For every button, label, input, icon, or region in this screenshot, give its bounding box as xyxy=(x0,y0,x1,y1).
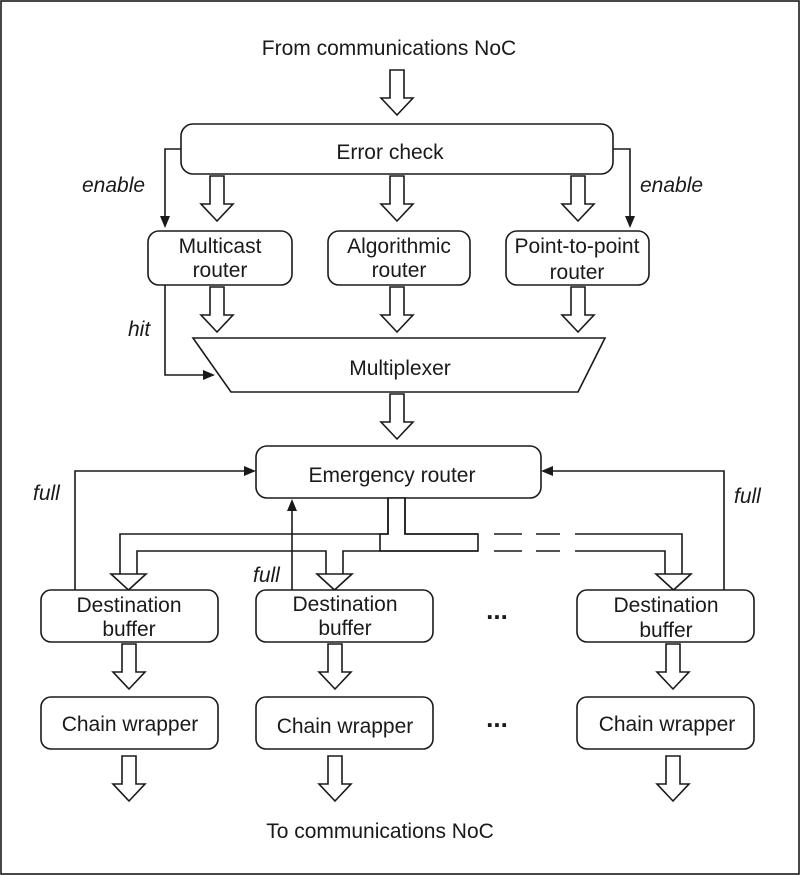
full-left-line xyxy=(74,470,245,590)
arrow-multicast-to-mux xyxy=(200,286,234,333)
enable-left-arrowhead xyxy=(160,216,170,228)
p2p-label-2: router xyxy=(550,261,605,284)
chain-wrapper-3-box xyxy=(576,696,755,750)
chain-wrapper-2-label: Chain wrapper xyxy=(277,715,414,738)
arrow-buffer3-to-chain3 xyxy=(656,643,690,690)
chain-ellipsis: ... xyxy=(486,703,508,733)
output-arrow-1 xyxy=(112,755,146,802)
p2p-router-box xyxy=(505,230,650,286)
multicast-label-1: Multicast xyxy=(179,235,262,258)
arrow-to-algorithmic xyxy=(380,175,414,222)
enable-right-label: enable xyxy=(640,174,703,197)
multicast-router-box xyxy=(147,230,293,286)
full-left-arrowhead xyxy=(244,466,256,476)
hit-line xyxy=(164,285,205,376)
emergency-label: Emergency router xyxy=(309,464,476,487)
multiplexer-shape xyxy=(191,337,607,393)
dest-buffer-1-box xyxy=(40,589,219,643)
error-check-label: Error check xyxy=(336,141,444,164)
arrow-algorithmic-to-mux xyxy=(380,286,414,333)
dest-buffer-3-label-1: Destination xyxy=(613,594,718,617)
full-right-arrowhead xyxy=(541,466,553,476)
arrow-buffer1-to-chain1 xyxy=(112,643,146,690)
arrow-mux-to-emergency xyxy=(380,393,414,440)
algorithmic-router-box xyxy=(327,230,471,286)
full-mid-arrowhead xyxy=(287,499,297,511)
multicast-label-2: router xyxy=(193,259,248,282)
from-noc-label: From communications NoC xyxy=(262,37,516,60)
p2p-label-1: Point-to-point xyxy=(515,235,640,258)
arrow-to-multicast xyxy=(200,175,234,222)
dest-buffer-3-label-2: buffer xyxy=(639,619,692,642)
full-right-label: full xyxy=(734,485,762,508)
arrow-buffer2-to-chain2 xyxy=(318,643,352,690)
arrow-to-p2p xyxy=(561,175,595,222)
output-arrow-3 xyxy=(656,755,690,802)
dest-buffer-2-box xyxy=(255,589,434,643)
enable-left-line xyxy=(164,148,181,218)
chain-wrapper-1-label: Chain wrapper xyxy=(62,713,199,736)
arrow-p2p-to-mux xyxy=(561,286,595,333)
dest-buffer-1-label-2: buffer xyxy=(102,618,155,641)
hit-arrowhead xyxy=(203,370,215,380)
chain-wrapper-2-box xyxy=(255,696,434,750)
to-noc-label: To communications NoC xyxy=(266,820,494,843)
dest-buffer-2-label-1: Destination xyxy=(292,593,397,616)
enable-right-line xyxy=(613,148,631,218)
algorithmic-label-2: router xyxy=(372,259,427,282)
algorithmic-label-1: Algorithmic xyxy=(347,235,451,258)
hit-label: hit xyxy=(128,318,151,341)
output-arrow-2 xyxy=(318,755,352,802)
full-left-label: full xyxy=(33,482,61,505)
enable-left-label: enable xyxy=(82,174,145,197)
multiplexer-label: Multiplexer xyxy=(349,357,451,380)
dest-buffer-2-label-2: buffer xyxy=(318,617,371,640)
enable-right-arrowhead xyxy=(625,216,635,228)
dest-ellipsis: ... xyxy=(486,595,508,625)
full-mid-label: full xyxy=(253,564,281,587)
dest-buffer-1-label-1: Destination xyxy=(76,594,181,617)
distribution-bus xyxy=(108,497,694,592)
full-right-line xyxy=(552,470,725,590)
chain-wrapper-1-box xyxy=(40,696,219,750)
dest-buffer-3-box xyxy=(576,589,755,643)
chain-wrapper-3-label: Chain wrapper xyxy=(599,713,736,736)
input-arrow xyxy=(380,69,414,116)
